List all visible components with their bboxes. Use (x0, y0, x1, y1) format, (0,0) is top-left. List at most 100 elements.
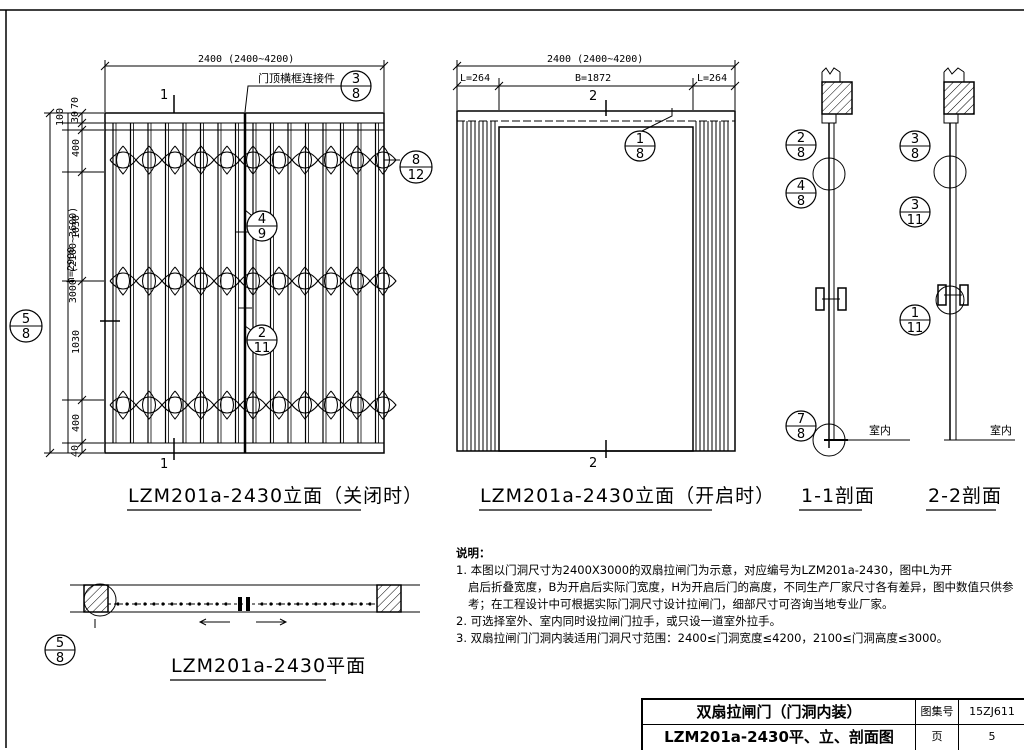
lattice-link (350, 390, 364, 420)
callout-number: 2 (258, 326, 266, 341)
lattice-link (116, 266, 130, 296)
note-1c: 考；在工程设计中可根据实际门洞尺寸设计拉闸门，细部尺寸可咨询当地专业厂家。 (468, 597, 894, 611)
lattice-link (194, 266, 208, 296)
plan-bar-dot (215, 602, 219, 606)
atlas-label: 图集号 (916, 700, 959, 725)
section-mark-1-top: 1 (160, 88, 169, 103)
detail-callout-c211: 211 (246, 324, 278, 356)
callout-number: 5 (56, 636, 64, 651)
callout-number: 3 (352, 72, 360, 87)
lattice-link (142, 266, 156, 296)
lattice-link (194, 390, 208, 420)
lattice-link (168, 145, 182, 175)
lattice-link (324, 390, 338, 420)
plan-bar-dot (359, 602, 363, 606)
callout-number: 2 (797, 131, 805, 146)
lattice-link (298, 390, 312, 420)
plan-bar-dot (179, 602, 183, 606)
indoor-label-2: 室内 (990, 424, 1012, 437)
callout-number: 4 (258, 212, 266, 227)
callout-number: 1 (636, 132, 644, 147)
title-line-2: LZM201a-2430平、立、剖面图 (664, 728, 894, 746)
callout-number: 8 (412, 153, 420, 168)
dim-1030b: 1030 (71, 329, 83, 355)
note-1b: 启后折叠宽度，B为开启后实际门宽度，H为开启后门的高度，不同生产厂家尺寸各有差异… (468, 580, 1014, 594)
callout-sheet: 8 (797, 427, 805, 442)
plan-view (70, 584, 420, 628)
plan-bar-dot (314, 602, 318, 606)
callout-sheet: 11 (254, 341, 271, 356)
dim-h: h=2900 (66, 246, 77, 284)
lattice-link (376, 145, 390, 175)
lattice-link (376, 390, 390, 420)
callout-sheet: 8 (797, 194, 805, 209)
plan-bar-dot (224, 602, 228, 606)
dim-70: 70 (70, 96, 82, 110)
lattice-link (194, 145, 208, 175)
callout-number: 5 (22, 312, 30, 327)
detail-callout-c49: 49 (246, 210, 278, 242)
detail-callout-c111: 111 (899, 304, 931, 336)
dim-1030a: 1030 (71, 214, 83, 240)
section-mark-1-bottom: 1 (160, 457, 169, 472)
dim-b-mid: B=1872 (575, 73, 612, 84)
dim-l-left: L=264 (460, 73, 491, 84)
lattice-link (220, 266, 234, 296)
plan-bar-dot (350, 602, 354, 606)
plan-bar-dot (143, 602, 147, 606)
plan-bar-dot (287, 602, 291, 606)
detail-callout-c311: 311 (899, 196, 931, 228)
lattice-link (142, 145, 156, 175)
section-2-2 (937, 67, 1015, 441)
plan-bar-dot (296, 602, 300, 606)
indoor-label-1: 室内 (869, 424, 891, 437)
plan-bar-dot (206, 602, 210, 606)
plan-bar-dot (260, 602, 264, 606)
plan-bar-dot (125, 602, 129, 606)
design-notes: 说明： 1. 本图以门洞尺寸为2400X3000的双扇拉闸门为示意，对应编号为L… (456, 545, 1014, 647)
detail-callout-c58_plan: 58 (44, 634, 76, 666)
section-1-1 (815, 67, 910, 448)
connector-label: 门顶横框连接件 (258, 72, 335, 85)
page-number: 5 (988, 730, 996, 743)
dim-width-closed: 2400 (2400~4200) (198, 54, 295, 65)
caption-elevation-open: LZM201a-2430立面（开启时） (480, 485, 776, 507)
lattice-link (369, 396, 397, 414)
dim-400a: 400 (71, 138, 83, 158)
caption-elevation-closed: LZM201a-2430立面（关闭时） (128, 485, 424, 507)
lattice-link (369, 272, 397, 290)
lattice-link (220, 145, 234, 175)
plan-bar-dot (278, 602, 282, 606)
callout-sheet: 8 (22, 327, 30, 342)
dimensions-open (452, 60, 740, 110)
lattice-link (343, 151, 371, 169)
callout-sheet: 11 (907, 213, 924, 228)
title-line-1: 双扇拉闸门（门洞内装） (643, 700, 915, 725)
elevation-open (456, 110, 736, 452)
elevation-closed (100, 112, 397, 454)
callout-number: 3 (911, 198, 919, 213)
title-main: 双扇拉闸门（门洞内装） LZM201a-2430平、立、剖面图 (643, 700, 916, 750)
note-2: 2. 可选择室外、室内同时设拉闸门拉手，或只设一道室外拉手。 (456, 614, 782, 628)
dimensions-closed (44, 60, 389, 458)
callout-sheet: 12 (408, 168, 425, 183)
caption-plan: LZM201a-2430平面 (171, 655, 367, 677)
lattice-link (246, 145, 260, 175)
caption-section-2-2: 2-2剖面 (928, 485, 1003, 507)
detail-callout-c28: 28 (785, 129, 817, 161)
detail-callout-c38_top: 38 (340, 70, 372, 102)
dim-100: 100 (55, 107, 67, 127)
plan-bar-dot (197, 602, 201, 606)
lattice-link (246, 390, 260, 420)
dim-width-open: 2400 (2400~4200) (547, 54, 644, 65)
plan-bar-dot (188, 602, 192, 606)
lattice-link (109, 151, 137, 169)
lattice-link (350, 266, 364, 296)
plan-bar-dot (134, 602, 138, 606)
plan-bar-dot (305, 602, 309, 606)
detail-callout-c38_s2: 38 (899, 130, 931, 162)
lattice-link (376, 266, 390, 296)
section-mark-2-bottom: 2 (589, 456, 598, 471)
plan-bar-dot (152, 602, 156, 606)
